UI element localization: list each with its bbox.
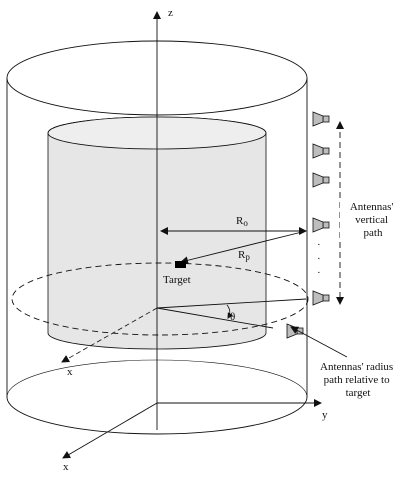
outer-cylinder-bottom-front (6, 396, 308, 435)
rp-range-arrow (180, 230, 307, 265)
target-marker-icon (175, 261, 186, 268)
x-axis-outer-label: x (63, 461, 69, 473)
horn-antenna-icon (312, 172, 330, 188)
radius-path-label: Antennas' radius path relative to target (320, 361, 396, 399)
horn-antenna-icon (312, 290, 330, 306)
theta-label: θ (230, 311, 235, 323)
theta-arc (226, 304, 234, 319)
horn-antenna-icon (286, 323, 304, 339)
x-axis-inner-label: x (67, 366, 73, 378)
x-axis-inner (61, 307, 158, 363)
x-axis-outer (62, 402, 158, 459)
y-axis-label: y (322, 409, 328, 421)
antenna-scan-circle (11, 262, 309, 336)
horn-antenna-icon (312, 217, 330, 233)
z-axis-label: z (168, 7, 173, 19)
continuation-dot: · (317, 267, 321, 279)
horn-antenna-icon (312, 143, 330, 159)
vertical-path-label: Antennas' vertical path (350, 201, 396, 239)
ro-label: Ro (236, 215, 248, 228)
radius-path-pointer (290, 326, 348, 358)
radial-line-to-side-antenna (156, 307, 274, 329)
vertical-path-label-bg (340, 198, 404, 242)
continuation-dot: · (317, 239, 321, 251)
target-label: Target (163, 274, 191, 286)
horn-antenna-icon (312, 111, 330, 127)
continuation-dot: · (317, 253, 321, 265)
radial-line-to-front-antenna (156, 298, 307, 309)
rp-label: Rp (238, 249, 250, 262)
